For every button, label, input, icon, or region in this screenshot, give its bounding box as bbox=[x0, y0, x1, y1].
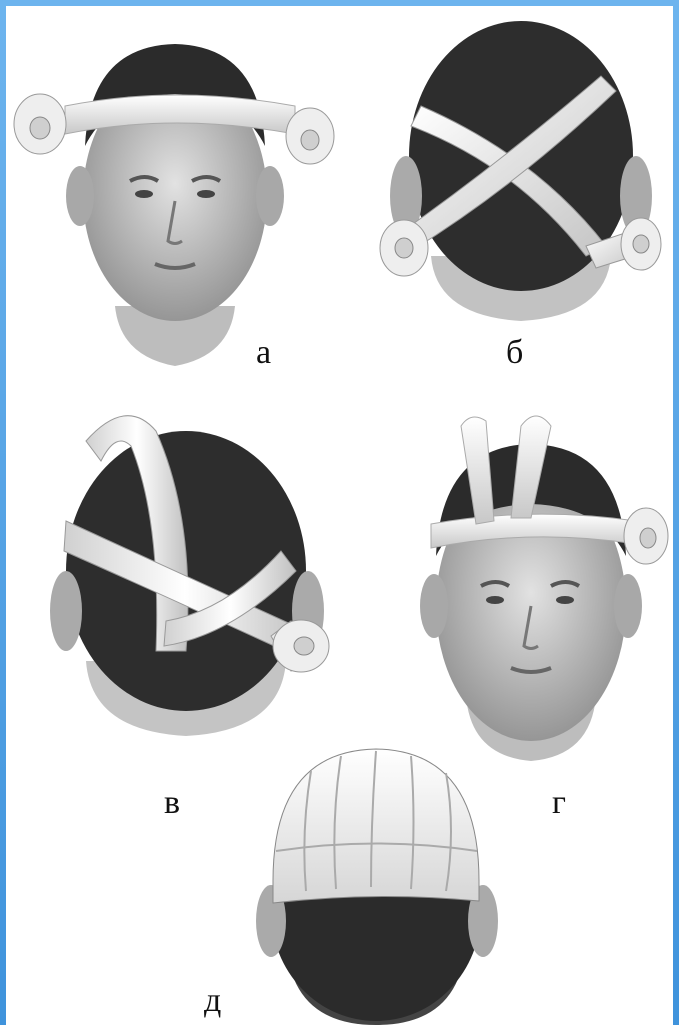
panel-v-label: в bbox=[164, 786, 180, 820]
panel-b-label: б bbox=[506, 336, 523, 370]
panel-v-head-back-sagittal-bandage bbox=[46, 401, 346, 741]
panel-b-head-back-crossed-bandage bbox=[376, 16, 666, 336]
panel-a-head-front-circular-bandage bbox=[10, 36, 340, 366]
panel-d-head-back-cap-bandage bbox=[251, 741, 501, 1025]
figure-sheet: а б bbox=[6, 6, 673, 1025]
panel-g-label: г bbox=[552, 786, 566, 820]
panel-a-label: а bbox=[256, 336, 271, 370]
panel-d-label: д bbox=[204, 984, 221, 1018]
panel-g-head-front-returning-bandage bbox=[406, 406, 671, 766]
